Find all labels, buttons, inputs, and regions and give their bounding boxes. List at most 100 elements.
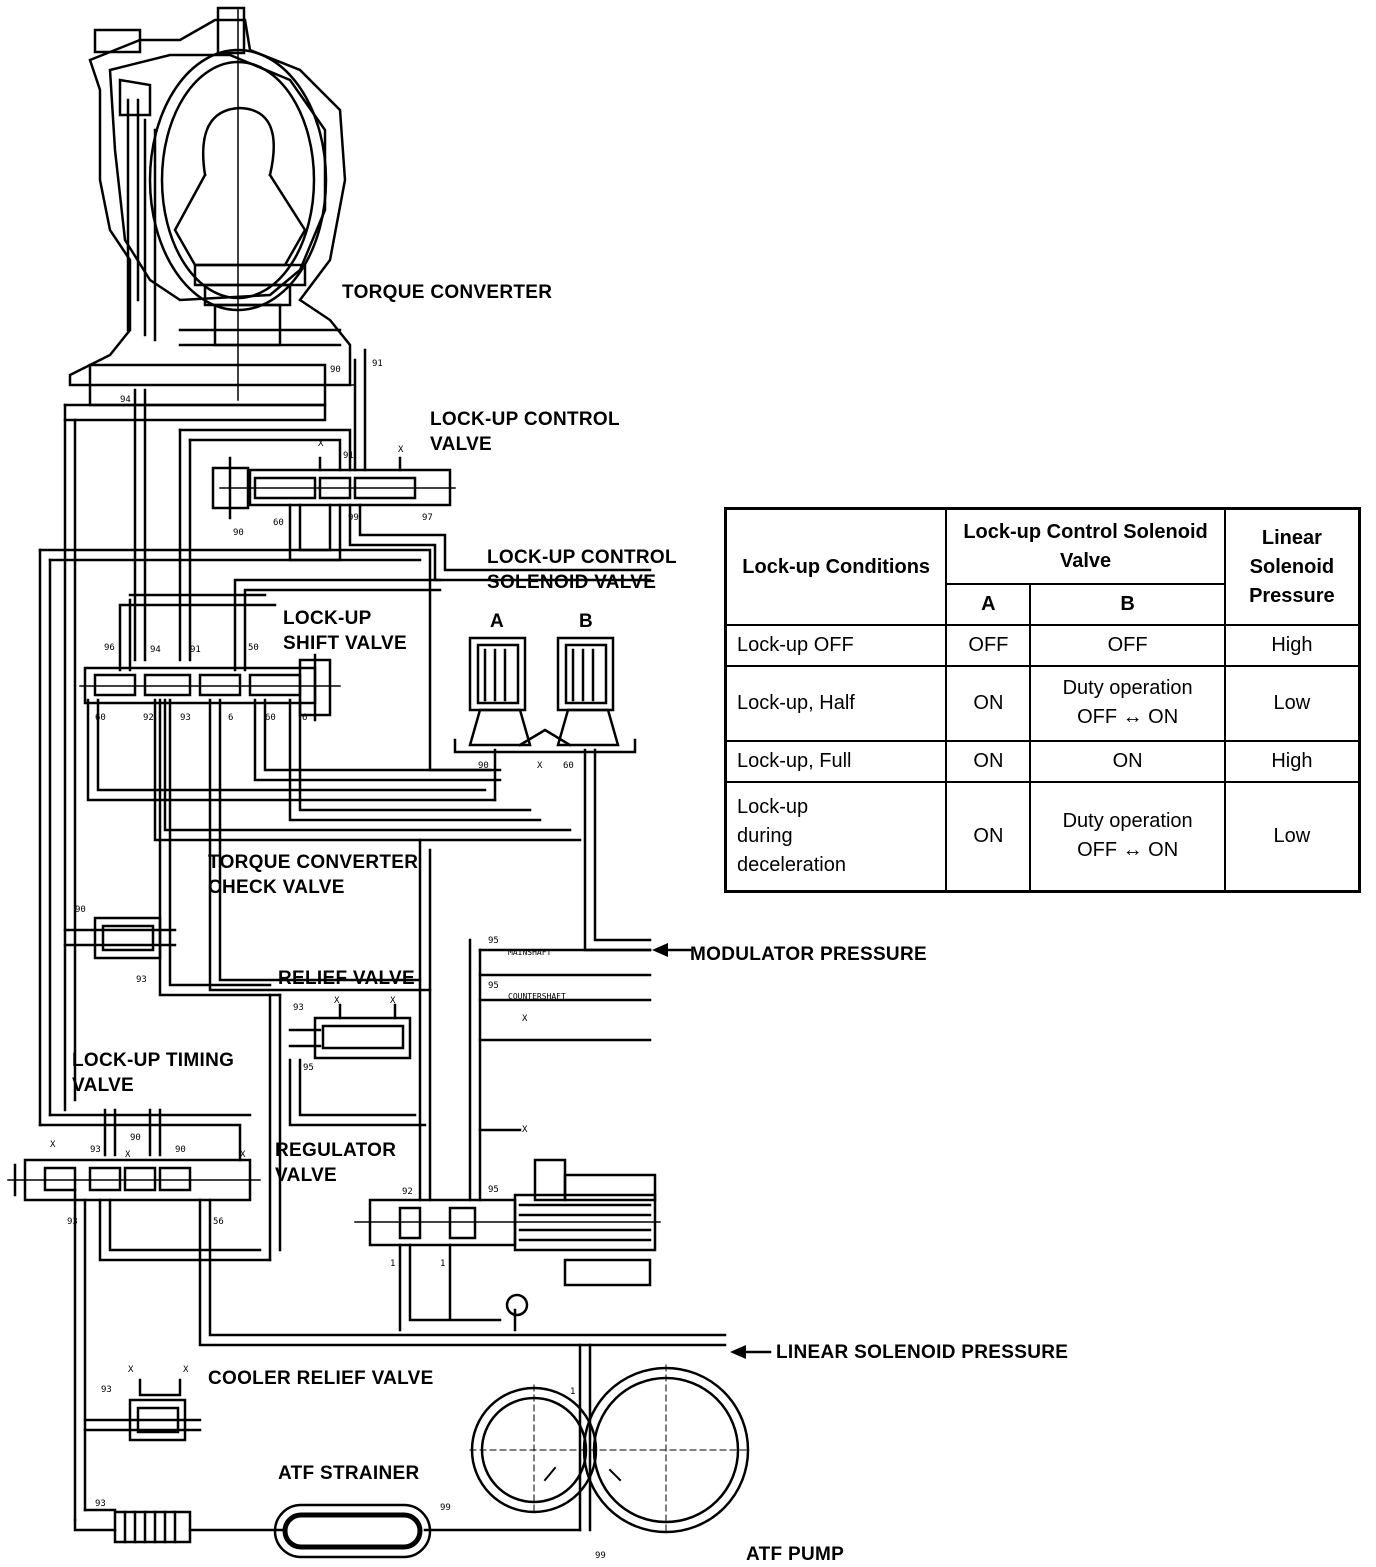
relief-valve-body bbox=[288, 1003, 412, 1060]
condition-cell: Lock-up during deceleration bbox=[724, 780, 948, 893]
port-numbers: 94 90 91 91 90 60 99 97 96 94 91 50 60 9… bbox=[50, 359, 606, 1561]
regulator-valve-body bbox=[354, 1158, 661, 1287]
linear-arrow-icon bbox=[730, 1345, 746, 1359]
linear-solenoid-pressure-label: LINEAR SOLENOID PRESSURE bbox=[776, 1342, 1069, 1363]
port-label: X bbox=[50, 1140, 56, 1150]
port-label: 94 bbox=[150, 645, 161, 655]
port-label: X bbox=[334, 996, 340, 1006]
port-label: 90 bbox=[478, 761, 489, 771]
port-label: X bbox=[390, 996, 396, 1006]
port-label: 93 bbox=[90, 1145, 101, 1155]
header-a: A bbox=[945, 583, 1032, 627]
table-row: Lock-up OFF OFF OFF High bbox=[724, 624, 1361, 667]
port-label: 93 bbox=[293, 1003, 304, 1013]
lockup-control-valve-body bbox=[211, 456, 456, 520]
port-label: 93 bbox=[101, 1385, 112, 1395]
lockup-control-solenoid-valve-label: LOCK-UP CONTROL SOLENOID VALVE bbox=[487, 547, 677, 593]
cooler-relief-valve-label: COOLER RELIEF VALVE bbox=[208, 1368, 434, 1389]
port-label: X bbox=[125, 1150, 131, 1160]
port-label: 56 bbox=[213, 1217, 224, 1227]
port-label: X bbox=[522, 1125, 528, 1135]
port-label: 60 bbox=[95, 713, 106, 723]
solenoid-valve-a bbox=[468, 636, 532, 747]
header-linear: Linear Solenoid Pressure bbox=[1223, 507, 1361, 627]
header-conditions: Lock-up Conditions bbox=[724, 507, 948, 627]
port-label: 91 bbox=[372, 359, 383, 369]
port-label: 1 bbox=[570, 1387, 575, 1397]
port-label: X bbox=[128, 1365, 134, 1375]
port-label: 91 bbox=[190, 645, 201, 655]
lockup-shift-valve-label: LOCK-UP SHIFT VALVE bbox=[283, 608, 407, 654]
port-label: 99 bbox=[348, 513, 359, 523]
port-label: 94 bbox=[120, 395, 131, 405]
solenoid-valve-b bbox=[556, 636, 620, 747]
port-label: 90 bbox=[233, 528, 244, 538]
tc-check-valve-body bbox=[93, 916, 162, 960]
port-label: 99 bbox=[595, 1551, 606, 1561]
countershaft-label: COUNTERSHAFT bbox=[508, 992, 566, 1001]
lockup-control-valve-label: LOCK-UP CONTROL VALVE bbox=[430, 409, 620, 455]
atf-pump-body bbox=[469, 1364, 751, 1536]
port-label: 93 bbox=[136, 975, 147, 985]
lockup-timing-valve-body bbox=[7, 1158, 261, 1202]
table-row: Lock-up, Half ON Duty operation OFF ↔ ON… bbox=[724, 665, 1361, 742]
pressure-cell: High bbox=[1223, 739, 1361, 783]
regulator-valve-label: REGULATOR VALVE bbox=[275, 1140, 397, 1186]
port-label: 93 bbox=[67, 1217, 78, 1227]
port-label: 95 bbox=[488, 936, 499, 946]
port-label: 6 bbox=[302, 713, 307, 723]
table-row: Lock-up, Full ON ON High bbox=[724, 739, 1361, 783]
lockup-shift-valve-body bbox=[79, 653, 341, 722]
condition-cell: Lock-up, Half bbox=[724, 665, 948, 742]
table-header-row: Lock-up Conditions Lock-up Control Solen… bbox=[724, 507, 1361, 627]
modulator-arrow-icon bbox=[652, 943, 668, 957]
port-label: 90 bbox=[330, 365, 341, 375]
header-b: B bbox=[1029, 583, 1226, 627]
cooler-relief-valve-body bbox=[128, 1378, 187, 1442]
atf-strainer-label: ATF STRAINER bbox=[278, 1463, 420, 1484]
torque-converter-check-valve-label: TORQUE CONVERTER CHECK VALVE bbox=[208, 852, 419, 898]
port-label: 90 bbox=[175, 1145, 186, 1155]
mainshaft-label: MAINSHAFT bbox=[508, 948, 552, 957]
pressure-cell: Low bbox=[1223, 665, 1361, 742]
table-subheader-row: A B bbox=[726, 583, 1360, 627]
port-label: 6 bbox=[228, 713, 233, 723]
port-label: 50 bbox=[248, 643, 259, 653]
port-label: X bbox=[240, 1150, 246, 1160]
port-label: 93 bbox=[180, 713, 191, 723]
solenoid-a-cell: ON bbox=[945, 665, 1032, 742]
atf-pump-label: ATF PUMP bbox=[746, 1544, 845, 1565]
port-label: 99 bbox=[440, 1503, 451, 1513]
port-label: 96 bbox=[104, 643, 115, 653]
solenoid-b-cell: OFF bbox=[1029, 624, 1226, 667]
port-label: 1 bbox=[390, 1259, 395, 1269]
solenoid-b-cell: Duty operation OFF ↔ ON bbox=[1029, 665, 1226, 742]
solenoid-b-label: B bbox=[579, 611, 594, 632]
solenoid-a-cell: ON bbox=[945, 780, 1032, 893]
solenoid-b-cell: Duty operation OFF ↔ ON bbox=[1029, 780, 1226, 893]
port-label: X bbox=[537, 761, 543, 771]
port-label: 90 bbox=[75, 905, 86, 915]
port-label: 1 bbox=[440, 1259, 445, 1269]
torque-converter bbox=[68, 6, 356, 407]
port-label: 95 bbox=[488, 981, 499, 991]
fluid-lines bbox=[38, 348, 772, 1532]
table-row: Lock-up during deceleration ON Duty oper… bbox=[724, 780, 1361, 893]
port-label: X bbox=[318, 439, 324, 449]
port-label: X bbox=[398, 445, 404, 455]
port-label: 97 bbox=[422, 513, 433, 523]
port-label: 60 bbox=[563, 761, 574, 771]
condition-cell: Lock-up, Full bbox=[724, 739, 948, 783]
port-label: 92 bbox=[143, 713, 154, 723]
solenoid-b-cell: ON bbox=[1029, 739, 1226, 783]
pressure-cell: Low bbox=[1223, 780, 1361, 893]
solenoid-a-cell: ON bbox=[945, 739, 1032, 783]
port-label: X bbox=[522, 1014, 528, 1024]
port-label: 92 bbox=[402, 1187, 413, 1197]
atf-strainer-body bbox=[113, 1503, 432, 1559]
port-label: 93 bbox=[95, 1499, 106, 1509]
lockup-conditions-table: Lock-up Conditions Lock-up Control Solen… bbox=[724, 507, 1361, 893]
modulator-pressure-label: MODULATOR PRESSURE bbox=[690, 944, 927, 965]
condition-cell: Lock-up OFF bbox=[724, 624, 948, 667]
